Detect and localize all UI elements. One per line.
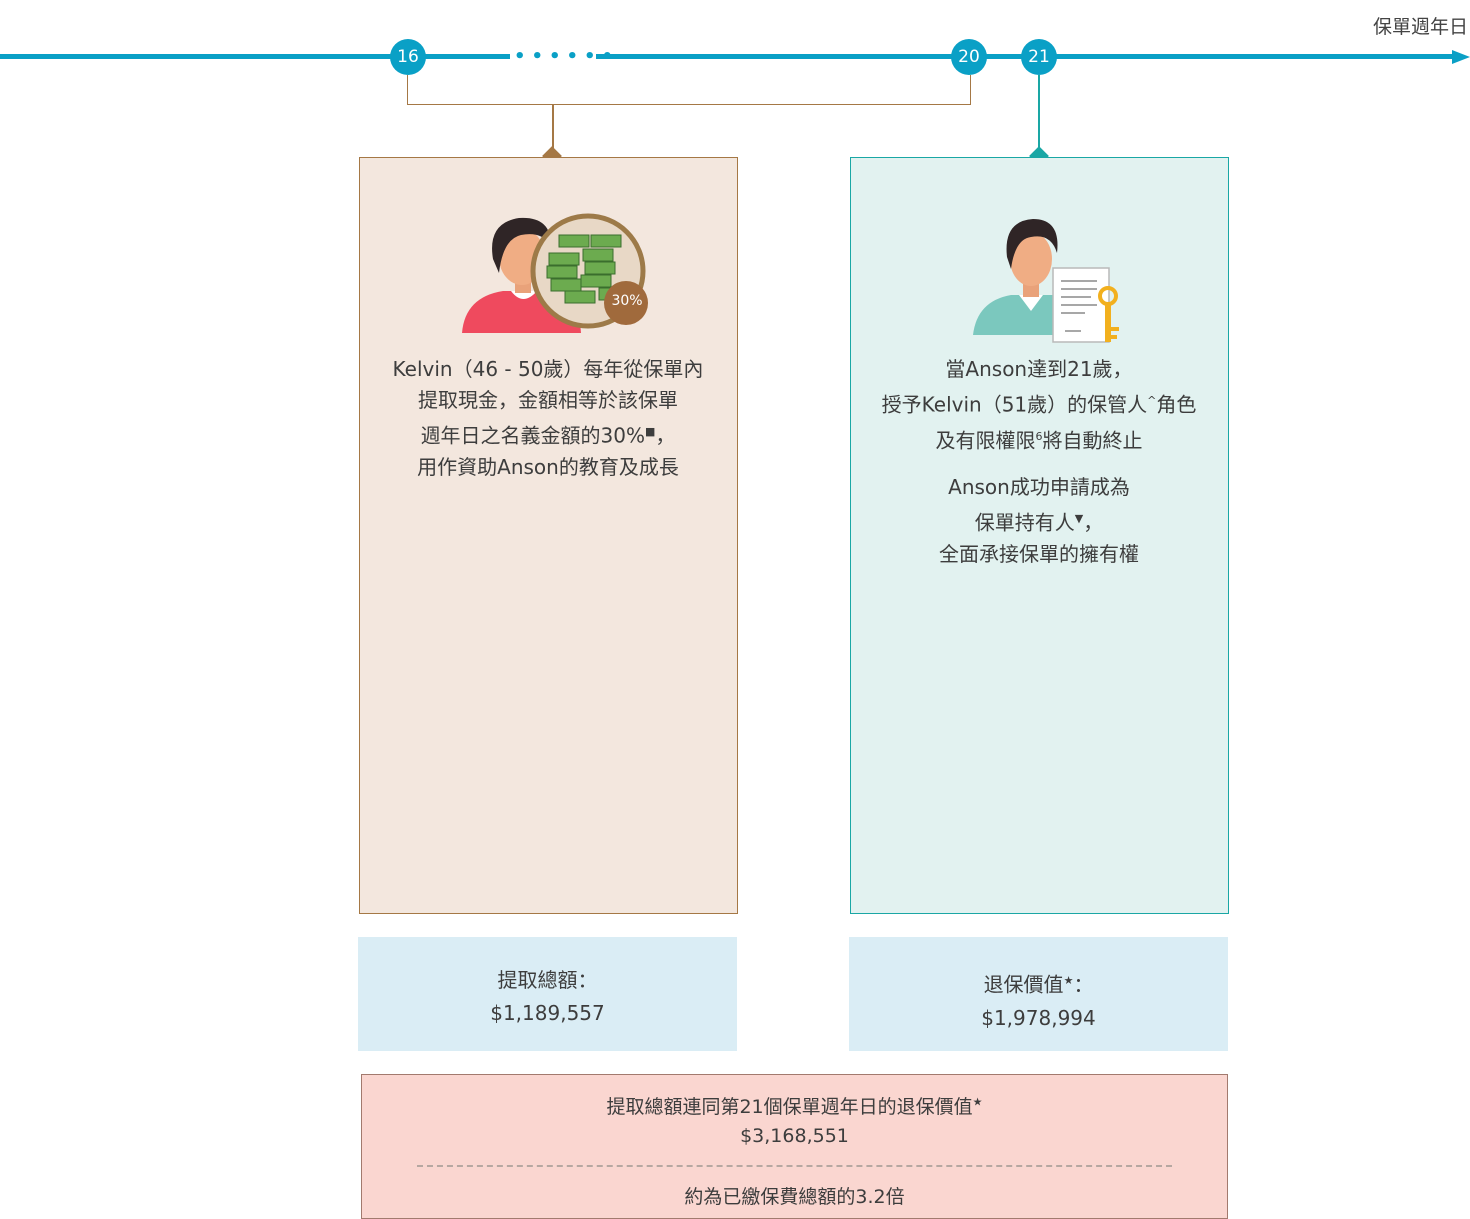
person-with-document-key-icon bbox=[973, 219, 1119, 343]
withdrawal-total-label: 提取總額： bbox=[497, 968, 598, 992]
right-text-line: Anson成功申請成為 bbox=[948, 475, 1130, 500]
right-text-line: 授予Kelvin（51歲）的保管人^角色 bbox=[851, 385, 1227, 421]
footnote-mark: ■ bbox=[645, 425, 656, 438]
surrender-value-label-row: 退保價值★： bbox=[849, 964, 1228, 1002]
right-text-fragment: 角色 bbox=[1156, 392, 1197, 417]
footnote-mark: ★ bbox=[972, 1095, 983, 1109]
right-text-line: 及有限權限6將自動終止 bbox=[851, 421, 1227, 457]
left-panel-text: Kelvin（46 - 50歲）每年從保單內 提取現金，金額相等於該保單 週年日… bbox=[360, 354, 736, 483]
dashed-divider bbox=[417, 1165, 1172, 1167]
footnote-mark: 6 bbox=[1035, 429, 1043, 443]
left-text-line: Kelvin（46 - 50歲）每年從保單內 bbox=[392, 357, 704, 381]
timeline-node-21: 21 bbox=[1021, 39, 1057, 75]
right-text-line: 保單持有人▼， bbox=[851, 503, 1227, 539]
right-text-fragment: 及有限權限 bbox=[935, 428, 1036, 453]
right-connector bbox=[1038, 75, 1040, 150]
grand-total-note: 約為已繳保費總額的3.2倍 bbox=[684, 1186, 905, 1208]
timeline-segment bbox=[420, 54, 510, 59]
withdrawal-total-value: $1,189,557 bbox=[490, 1001, 605, 1025]
left-connector bbox=[552, 104, 554, 150]
grand-total-label-row: 提取總額連同第21個保單週年日的退保價值★ bbox=[362, 1092, 1227, 1119]
timeline-axis-label: 保單週年日 bbox=[1372, 16, 1468, 38]
footnote-mark: ▼ bbox=[1074, 512, 1084, 526]
left-text-line: 提取現金，金額相等於該保單 bbox=[418, 388, 678, 412]
person-with-cash-icon bbox=[462, 213, 648, 333]
left-text-line-body: 週年日之名義金額的30% bbox=[420, 423, 646, 448]
withdrawal-total-box: 提取總額： $1,189,557 bbox=[358, 937, 737, 1051]
timeline-node-16: 16 bbox=[390, 39, 426, 75]
grand-total-label: 提取總額連同第21個保單週年日的退保價值 bbox=[606, 1096, 973, 1118]
left-text-line: 用作資助Anson的教育及成長 bbox=[417, 454, 679, 479]
footnote-mark: ^ bbox=[1147, 394, 1157, 407]
left-bracket bbox=[407, 75, 971, 105]
timeline-node-20: 20 bbox=[951, 39, 987, 75]
left-text-line-tail: ， bbox=[655, 423, 676, 448]
grand-total-box: 提取總額連同第21個保單週年日的退保價值★ $3,168,551 約為已繳保費總… bbox=[361, 1074, 1228, 1219]
right-text-fragment: 保單持有人 bbox=[974, 510, 1075, 535]
timeline-arrow-icon bbox=[1452, 50, 1470, 64]
percent-badge: 30% bbox=[611, 293, 643, 309]
left-panel: 30% Kelvin（46 - 50歲）每年從保單內 提取現金，金額相等於該保單… bbox=[359, 157, 738, 914]
surrender-value-box: 退保價值★： $1,978,994 bbox=[849, 937, 1228, 1051]
right-text-line: 全面承接保單的擁有權 bbox=[939, 541, 1139, 566]
grand-total-value: $3,168,551 bbox=[740, 1125, 849, 1147]
surrender-value-value: $1,978,994 bbox=[981, 1005, 1096, 1030]
surrender-value-label: 退保價值 bbox=[983, 972, 1064, 997]
timeline-segment bbox=[596, 54, 956, 59]
right-text-line: 當Anson達到21歲， bbox=[945, 357, 1133, 381]
right-text-fragment: ， bbox=[1083, 510, 1104, 535]
right-panel-text: 當Anson達到21歲， 授予Kelvin（51歲）的保管人^角色 及有限權限6… bbox=[851, 354, 1227, 570]
right-panel: 當Anson達到21歲， 授予Kelvin（51歲）的保管人^角色 及有限權限6… bbox=[850, 157, 1229, 914]
surrender-value-label-tail: ： bbox=[1073, 972, 1094, 997]
left-text-line: 週年日之名義金額的30%■， bbox=[360, 416, 736, 452]
footnote-mark: ★ bbox=[1063, 974, 1074, 987]
right-text-fragment: 將自動終止 bbox=[1042, 428, 1143, 453]
timeline-dots: •••••• bbox=[514, 46, 620, 67]
right-text-fragment: 授予Kelvin（51歲）的保管人 bbox=[881, 392, 1148, 417]
